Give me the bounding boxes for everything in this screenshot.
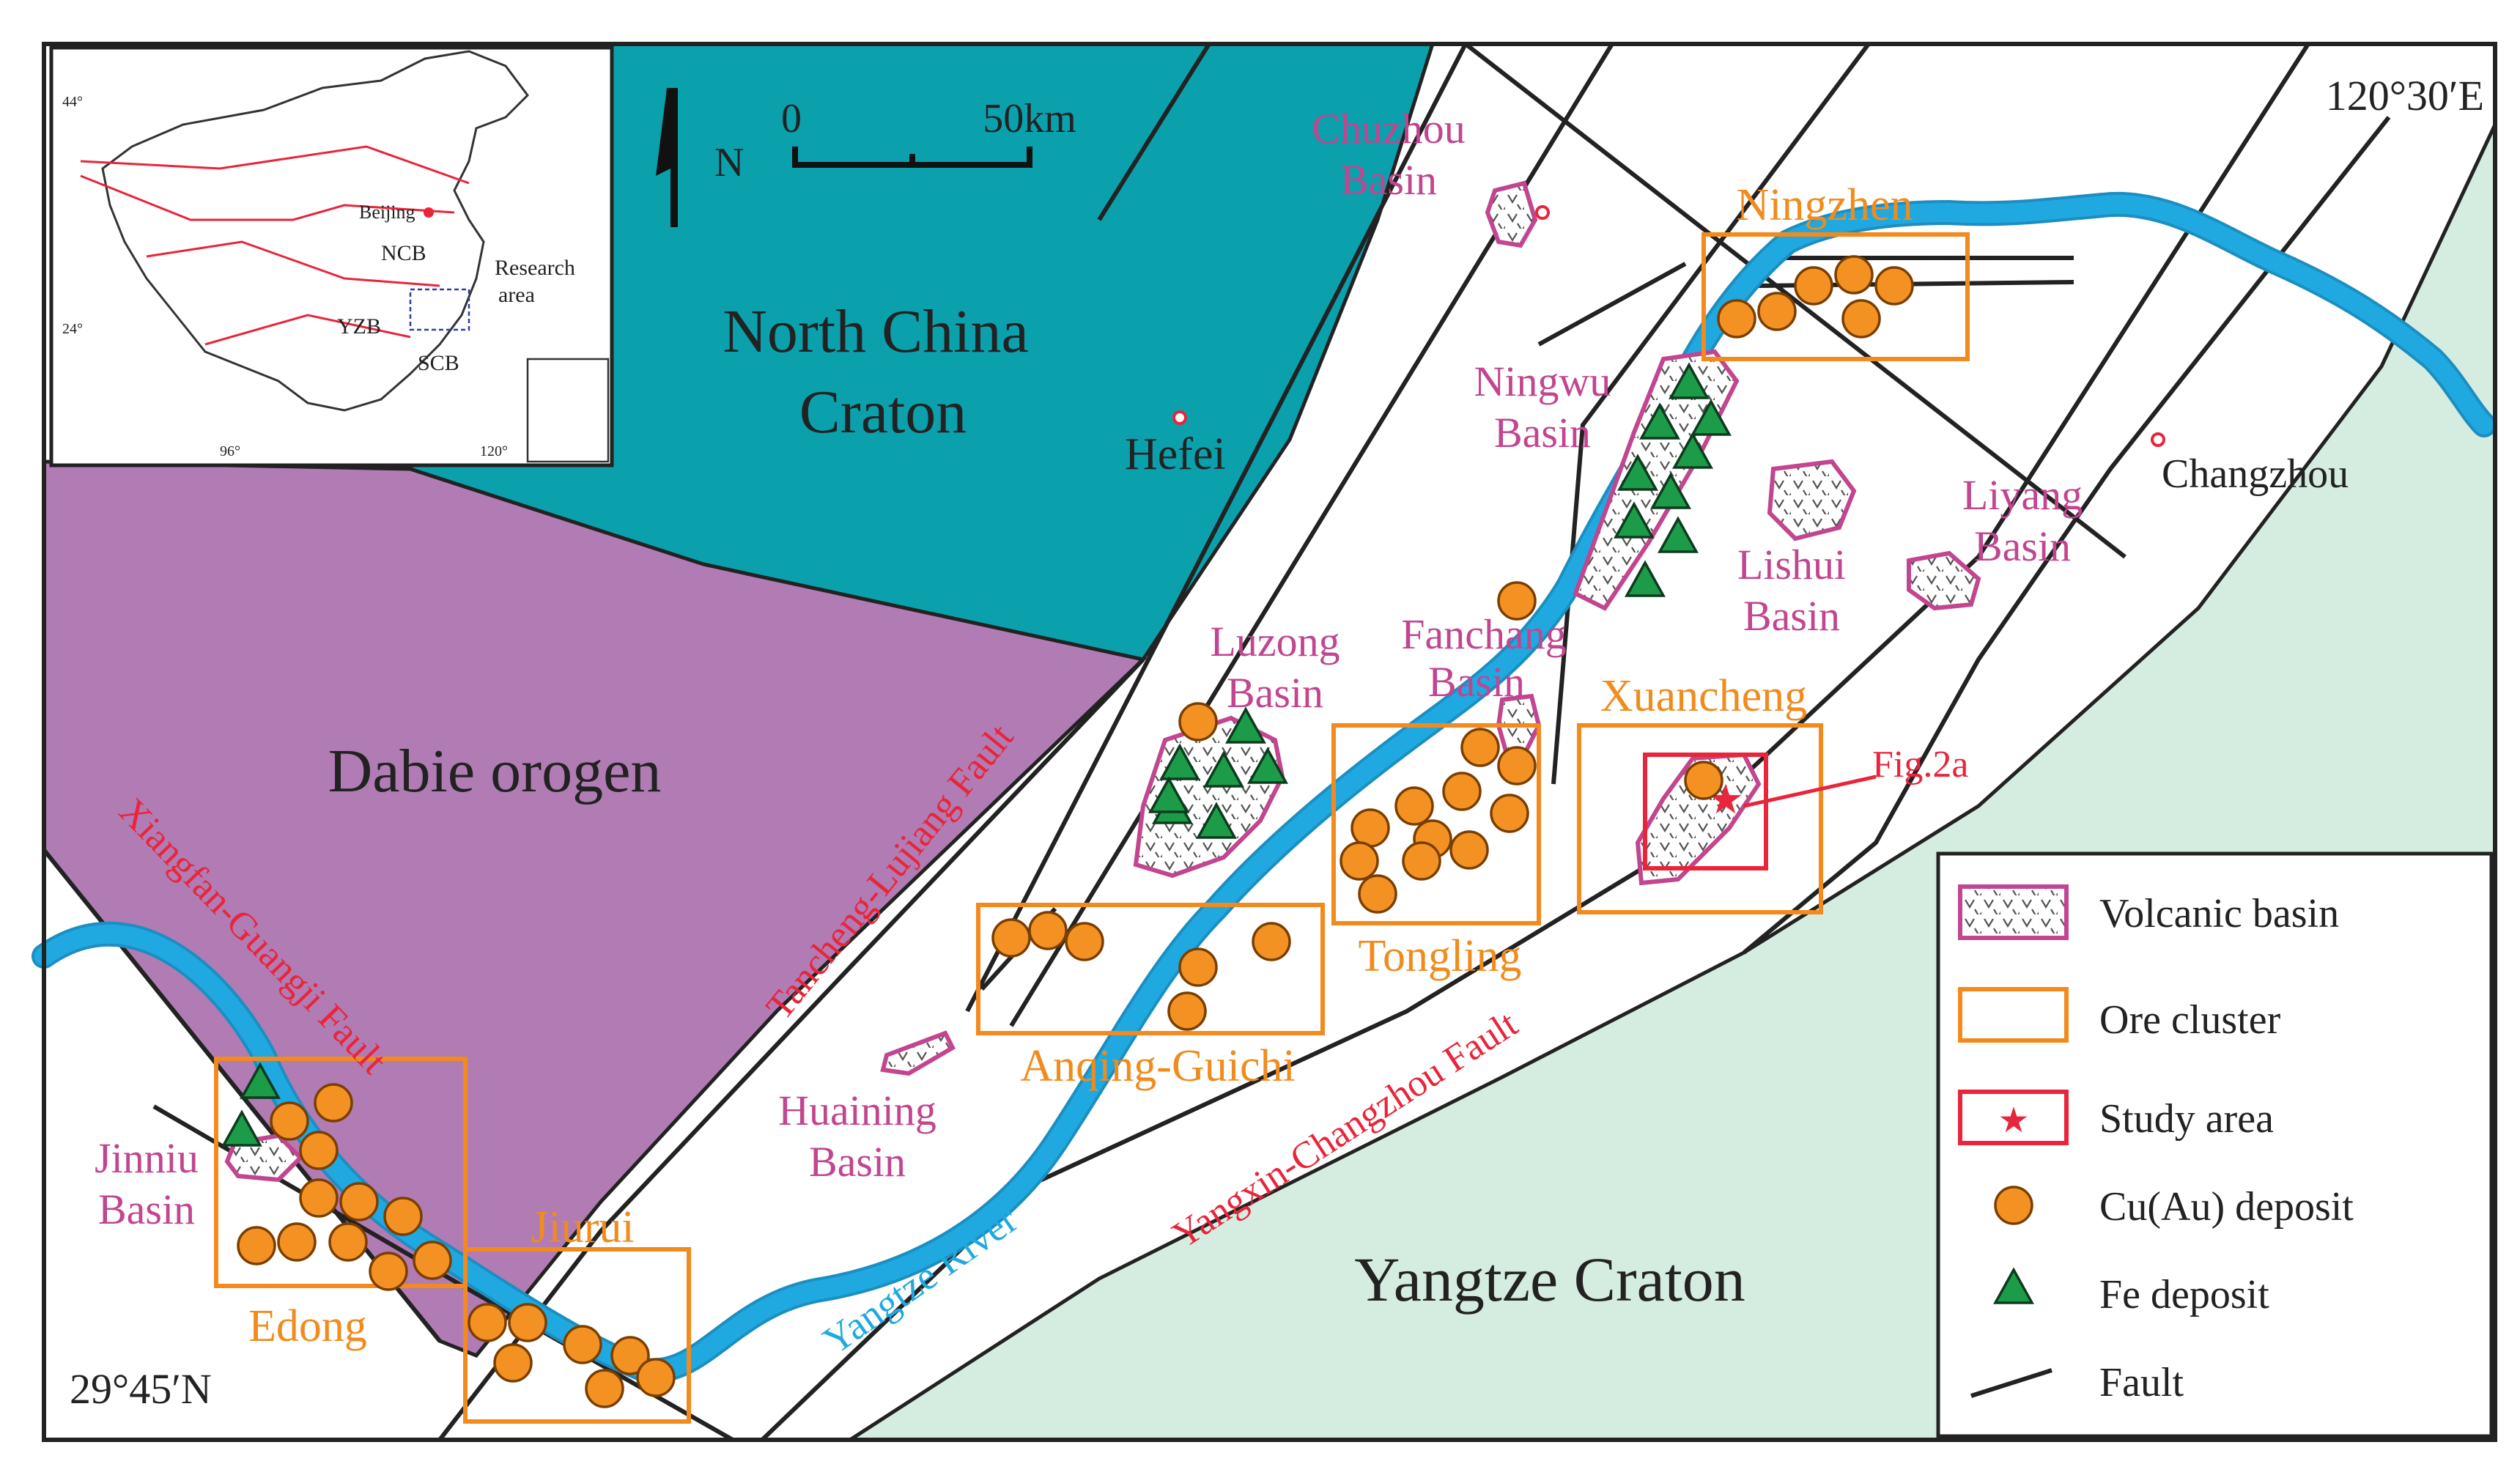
inset-map: Beijing NCB YZB SCB Research area 44° 24… [49,45,614,467]
lishui-label-1: Lishui [1737,541,1846,588]
inset-yzb: YZB [337,314,381,339]
hefei-marker [1172,410,1187,425]
ore-clusters [214,232,1970,1424]
inset-lat-44: 44° [62,94,83,110]
liyang-label-1: Liyang [1962,471,2083,519]
coord-top-right: 120°30′E [2326,72,2484,119]
xuancheng-basin-shape [1635,752,1762,886]
ningzhen-cluster-box [1701,232,1970,361]
legend-ore-cluster: Ore cluster [2099,997,2281,1043]
hefei-label: Hefei [1125,429,1226,479]
north-china-label-2: Craton [799,378,967,446]
legend: Volcanic basin Ore cluster ★ Study area … [1936,851,2494,1438]
chuzhou-label-1: Chuzhou [1312,105,1465,152]
ningzhen-label: Ningzhen [1736,180,1913,230]
dabie-label: Dabie orogen [328,737,662,805]
chuzhou-marker [1535,205,1550,220]
fig-ref-leader [1743,775,1877,808]
xuancheng-cluster-box [1577,723,1823,914]
edong-label: Edong [248,1301,367,1351]
edong-cluster-box [214,1057,468,1288]
north-label: N [714,140,744,185]
study-area-box [1643,753,1768,870]
inset-lon-96: 96° [220,443,240,459]
north-china-craton-region [407,42,1435,662]
legend-cu-icon [1994,1186,2033,1225]
huaining-label-2: Basin [809,1138,906,1186]
outer-frame [42,42,2497,1442]
fig-ref-label: Fig.2a [1872,744,1968,785]
ningwu-label-2: Basin [1494,409,1591,456]
lishui-basin-shape [1767,459,1857,541]
fanchang-label-2: Basin [1428,658,1525,706]
beijing-marker-icon [424,207,434,218]
jinniu-label-1: Jinniu [95,1134,199,1182]
north-arrow-icon [656,88,678,227]
scale-distance: 50km [983,96,1076,141]
inset-beijing: Beijing [359,202,415,223]
changzhou-marker [2151,432,2165,447]
tongling-cluster-box [1331,723,1541,925]
scale-zero: 0 [781,96,802,141]
changzhou-label: Changzhou [2162,451,2349,497]
jiurui-cluster-box [463,1247,691,1424]
china-outline [101,50,529,412]
chuzhou-label-2: Basin [1340,156,1437,204]
legend-fault-line [1970,1368,2052,1398]
chuzhou-basin-shape [1485,180,1538,248]
fanchang-label-1: Fanchang [1401,610,1567,658]
legend-volcanic-swatch [1958,884,2069,940]
inset-lat-24: 24° [62,321,83,337]
inset-ncb: NCB [381,241,426,265]
inset-research-1: Research [495,256,575,280]
liyang-basin-shape [1907,550,1981,611]
inset-lon-120: 120° [480,443,508,459]
ningwu-label-1: Ningwu [1474,358,1611,405]
tongling-label: Tongling [1359,931,1522,981]
north-china-label-1: North China [723,297,1029,366]
xuancheng-label: Xuancheng [1600,671,1807,721]
luzong-label-2: Basin [1227,669,1323,717]
legend-cu-deposit: Cu(Au) deposit [2099,1184,2354,1230]
yangtze-label: Yangtze Craton [1354,1244,1745,1315]
scale-bar [792,147,1032,168]
coord-bottom-left: 29°45′N [70,1365,212,1413]
legend-volcanic-basin: Volcanic basin [2099,891,2339,936]
inset-scb: SCB [418,351,459,375]
ningwu-basin-shape [1573,349,1740,611]
luzong-label-1: Luzong [1210,618,1340,665]
legend-ore-swatch [1958,987,2069,1043]
huaining-label-1: Huaining [778,1087,936,1134]
legend-study-area: Study area [2099,1096,2274,1142]
huaining-basin-shape [880,1030,956,1076]
legend-fault: Fault [2099,1360,2184,1405]
legend-study-swatch [1958,1090,2069,1145]
legend-star-icon: ★ [1998,1101,2029,1140]
inset-research-2: area [498,283,535,307]
liyang-label-2: Basin [1974,522,2071,570]
anqing-cluster-box [976,903,1325,1035]
legend-fe-deposit: Fe deposit [2099,1272,2269,1317]
anqing-label: Anqing-Guichi [1020,1041,1295,1091]
jinniu-label-2: Basin [98,1186,195,1233]
jiurui-label: Jiurui [531,1202,634,1252]
lishui-label-2: Basin [1743,592,1840,640]
